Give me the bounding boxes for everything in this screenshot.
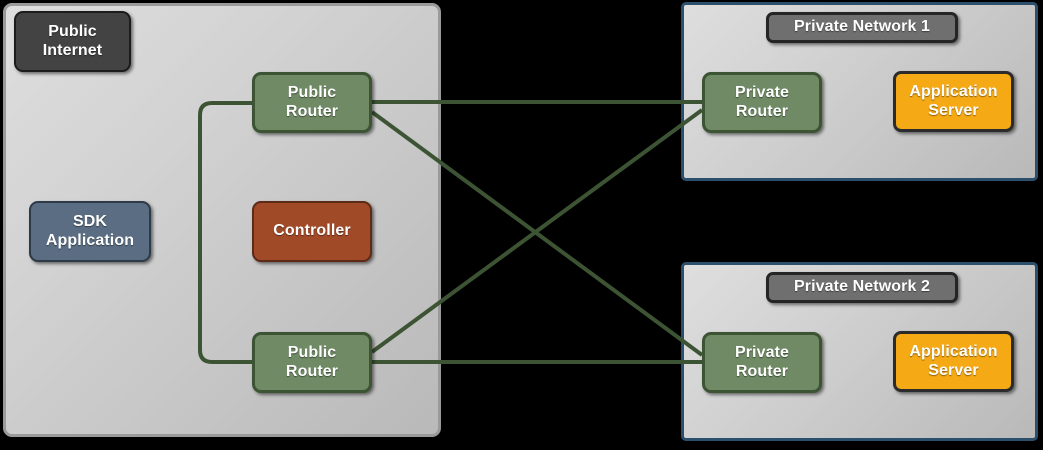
private-network-2-title: Private Network 2 [794, 278, 930, 296]
controller-label: Controller [273, 222, 351, 240]
application-server-2-label: Application Server [909, 342, 998, 379]
private-router-2-label: Private Router [734, 343, 790, 380]
node-application-server-1[interactable]: Application Server [893, 71, 1014, 132]
private-router-1-label: Private Router [734, 83, 790, 120]
node-private-router-2[interactable]: Private Router [702, 332, 822, 393]
public-router-top-label: Public Router [285, 83, 339, 120]
public-internet-label: Public Internet [42, 22, 103, 59]
application-server-1-label: Application Server [909, 82, 998, 119]
node-sdk-application[interactable]: SDK Application [29, 201, 151, 262]
sdk-application-label: SDK Application [45, 212, 135, 249]
node-public-router-bottom[interactable]: Public Router [252, 332, 372, 393]
node-controller[interactable]: Controller [252, 201, 372, 262]
public-router-bottom-label: Public Router [285, 343, 339, 380]
node-public-router-top[interactable]: Public Router [252, 72, 372, 133]
private-network-1-title: Private Network 1 [794, 18, 930, 36]
node-application-server-2[interactable]: Application Server [893, 331, 1014, 392]
node-public-internet[interactable]: Public Internet [14, 11, 131, 72]
private-network-1-title-badge: Private Network 1 [766, 12, 958, 43]
private-network-2-title-badge: Private Network 2 [766, 272, 958, 303]
node-private-router-1[interactable]: Private Router [702, 72, 822, 133]
